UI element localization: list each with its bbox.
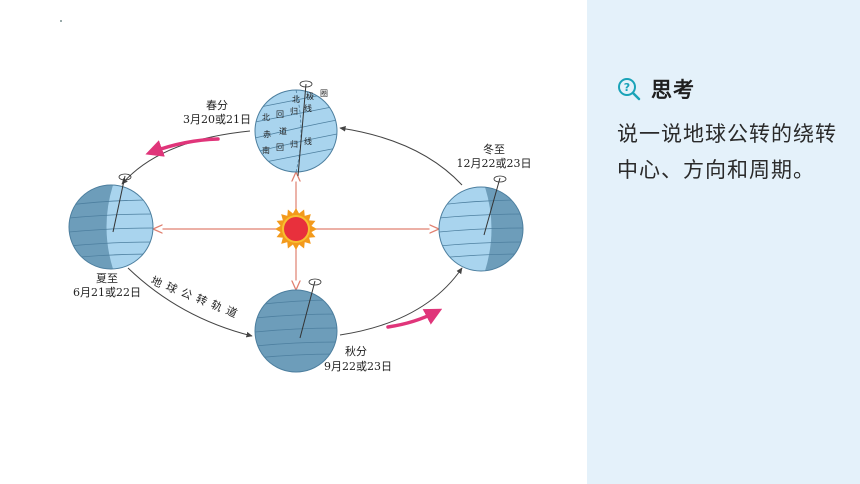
earth-spring: 北极圈 北回归线 赤道 南回归线 bbox=[254, 80, 338, 177]
orbit-label-char: 地 bbox=[149, 274, 164, 290]
earth-winter bbox=[438, 175, 524, 272]
label-autumn-name: 秋分 bbox=[345, 344, 367, 358]
label-summer-name: 夏至 bbox=[96, 272, 118, 285]
question-search-icon: ? bbox=[618, 78, 641, 101]
label-equator: 赤道 bbox=[263, 126, 287, 139]
sun bbox=[274, 207, 318, 251]
label-winter-name: 冬至 bbox=[483, 142, 505, 156]
question-text: 说一说地球公转的绕转中心、方向和周期。 bbox=[617, 122, 837, 182]
orbit-label-char: 公 bbox=[179, 286, 194, 302]
label-spring-date: 3月20或21日 bbox=[183, 113, 251, 126]
label-summer-date: 6月21或22日 bbox=[73, 286, 141, 299]
label-arctic-circle: 北极圈 bbox=[292, 89, 328, 104]
svg-text:?: ? bbox=[624, 81, 630, 94]
direction-arrow-left bbox=[145, 137, 220, 157]
label-winter-date: 12月22或23日 bbox=[457, 157, 532, 170]
label-spring-name: 春分 bbox=[206, 99, 228, 112]
think-header: ? 思考 bbox=[617, 74, 695, 104]
sidebar-panel: ? 思考 说一说地球公转的绕转中心、方向和周期。 bbox=[587, 0, 860, 484]
earth-autumn bbox=[254, 278, 338, 373]
direction-arrow-right bbox=[386, 308, 443, 329]
decorative-dot bbox=[60, 20, 62, 22]
orbit-path bbox=[121, 126, 463, 338]
orbit-label-char: 道 bbox=[224, 303, 240, 320]
label-autumn-date: 9月22或23日 bbox=[324, 360, 392, 373]
earth-summer bbox=[68, 173, 154, 270]
orbit-label-char: 轨 bbox=[209, 297, 225, 314]
label-tropic-cancer: 北回归线 bbox=[262, 103, 312, 122]
orbit-label-char: 球 bbox=[164, 279, 180, 296]
think-title: 思考 bbox=[651, 78, 695, 102]
sun-axis-lines bbox=[153, 172, 439, 290]
label-tropic-capricorn: 南回归线 bbox=[262, 136, 312, 155]
earth-orbit-diagram: 北极圈 北回归线 赤道 南回归线 bbox=[68, 80, 532, 373]
label-orbit: 地球公转轨道 bbox=[149, 274, 240, 320]
orbit-label-char: 转 bbox=[194, 291, 210, 308]
